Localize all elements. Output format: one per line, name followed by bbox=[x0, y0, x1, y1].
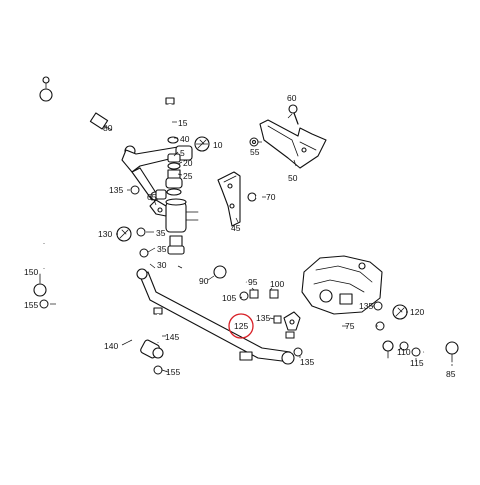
wrench-icon bbox=[116, 226, 132, 242]
bolt-icon bbox=[165, 97, 175, 141]
callout-145: 145 bbox=[165, 332, 179, 342]
wrench-icon bbox=[392, 304, 408, 320]
callout-135: 135 bbox=[256, 313, 270, 323]
callout-80: 80 bbox=[103, 123, 113, 133]
callout-155: 155 bbox=[24, 300, 38, 310]
callout-20: 20 bbox=[183, 158, 193, 168]
callout-60: 60 bbox=[287, 93, 297, 103]
right-tie-rod-icon bbox=[309, 327, 394, 359]
callout-35: 35 bbox=[157, 244, 167, 254]
callout-50: 50 bbox=[288, 173, 298, 183]
highlight-circle bbox=[228, 313, 254, 339]
lower-tie-rod-icon bbox=[33, 273, 164, 359]
bolt-icon bbox=[288, 104, 299, 125]
bushing-stack-icon bbox=[165, 136, 183, 196]
callout-120: 120 bbox=[410, 307, 424, 317]
bolt-icon bbox=[153, 307, 163, 343]
callout-35: 35 bbox=[156, 228, 166, 238]
callout-125: 125 bbox=[234, 321, 248, 331]
callout-95: 95 bbox=[248, 277, 258, 287]
callout-75: 75 bbox=[345, 321, 355, 331]
callout-85: 85 bbox=[446, 369, 456, 379]
callout-10: 10 bbox=[213, 140, 223, 150]
idler-bracket-icon bbox=[149, 198, 199, 255]
callout-30: 30 bbox=[157, 260, 167, 270]
callout-100: 100 bbox=[270, 279, 284, 289]
callout-65: 65 bbox=[147, 192, 157, 202]
callout-115: 115 bbox=[410, 358, 424, 368]
callout-155: 155 bbox=[166, 367, 180, 377]
callout-45: 45 bbox=[231, 223, 241, 233]
callout-135: 135 bbox=[300, 357, 314, 367]
tie-rod-end-icon bbox=[423, 341, 459, 363]
callout-25: 25 bbox=[183, 171, 193, 181]
callout-90: 90 bbox=[199, 276, 209, 286]
idler-arm-icon bbox=[121, 145, 193, 201]
callout-105: 105 bbox=[222, 293, 236, 303]
callout-110: 110 bbox=[397, 347, 411, 357]
callout-55: 55 bbox=[250, 147, 260, 157]
callout-135: 135 bbox=[359, 301, 373, 311]
upper-tie-rod-icon bbox=[39, 76, 136, 165]
callout-70: 70 bbox=[266, 192, 276, 202]
washer-icon bbox=[249, 137, 259, 147]
bracket-plate-icon bbox=[217, 171, 241, 227]
steering-box-icon bbox=[301, 255, 383, 315]
callout-150: 150 bbox=[24, 267, 38, 277]
nut-icon bbox=[249, 289, 301, 339]
callout-40: 40 bbox=[180, 134, 190, 144]
callout-labels: 80 15 40 5 10 20 25 135 65 70 45 130 35 … bbox=[24, 93, 456, 379]
callout-15: 15 bbox=[178, 118, 188, 128]
callout-5: 5 bbox=[180, 148, 185, 158]
callout-135: 135 bbox=[109, 185, 123, 195]
callout-130: 130 bbox=[98, 229, 112, 239]
ball-joint-icon bbox=[213, 265, 247, 284]
leader-lines bbox=[50, 113, 453, 373]
drag-link-icon bbox=[136, 268, 295, 365]
steering-box-bracket-icon bbox=[259, 119, 327, 169]
callout-140: 140 bbox=[104, 341, 118, 351]
